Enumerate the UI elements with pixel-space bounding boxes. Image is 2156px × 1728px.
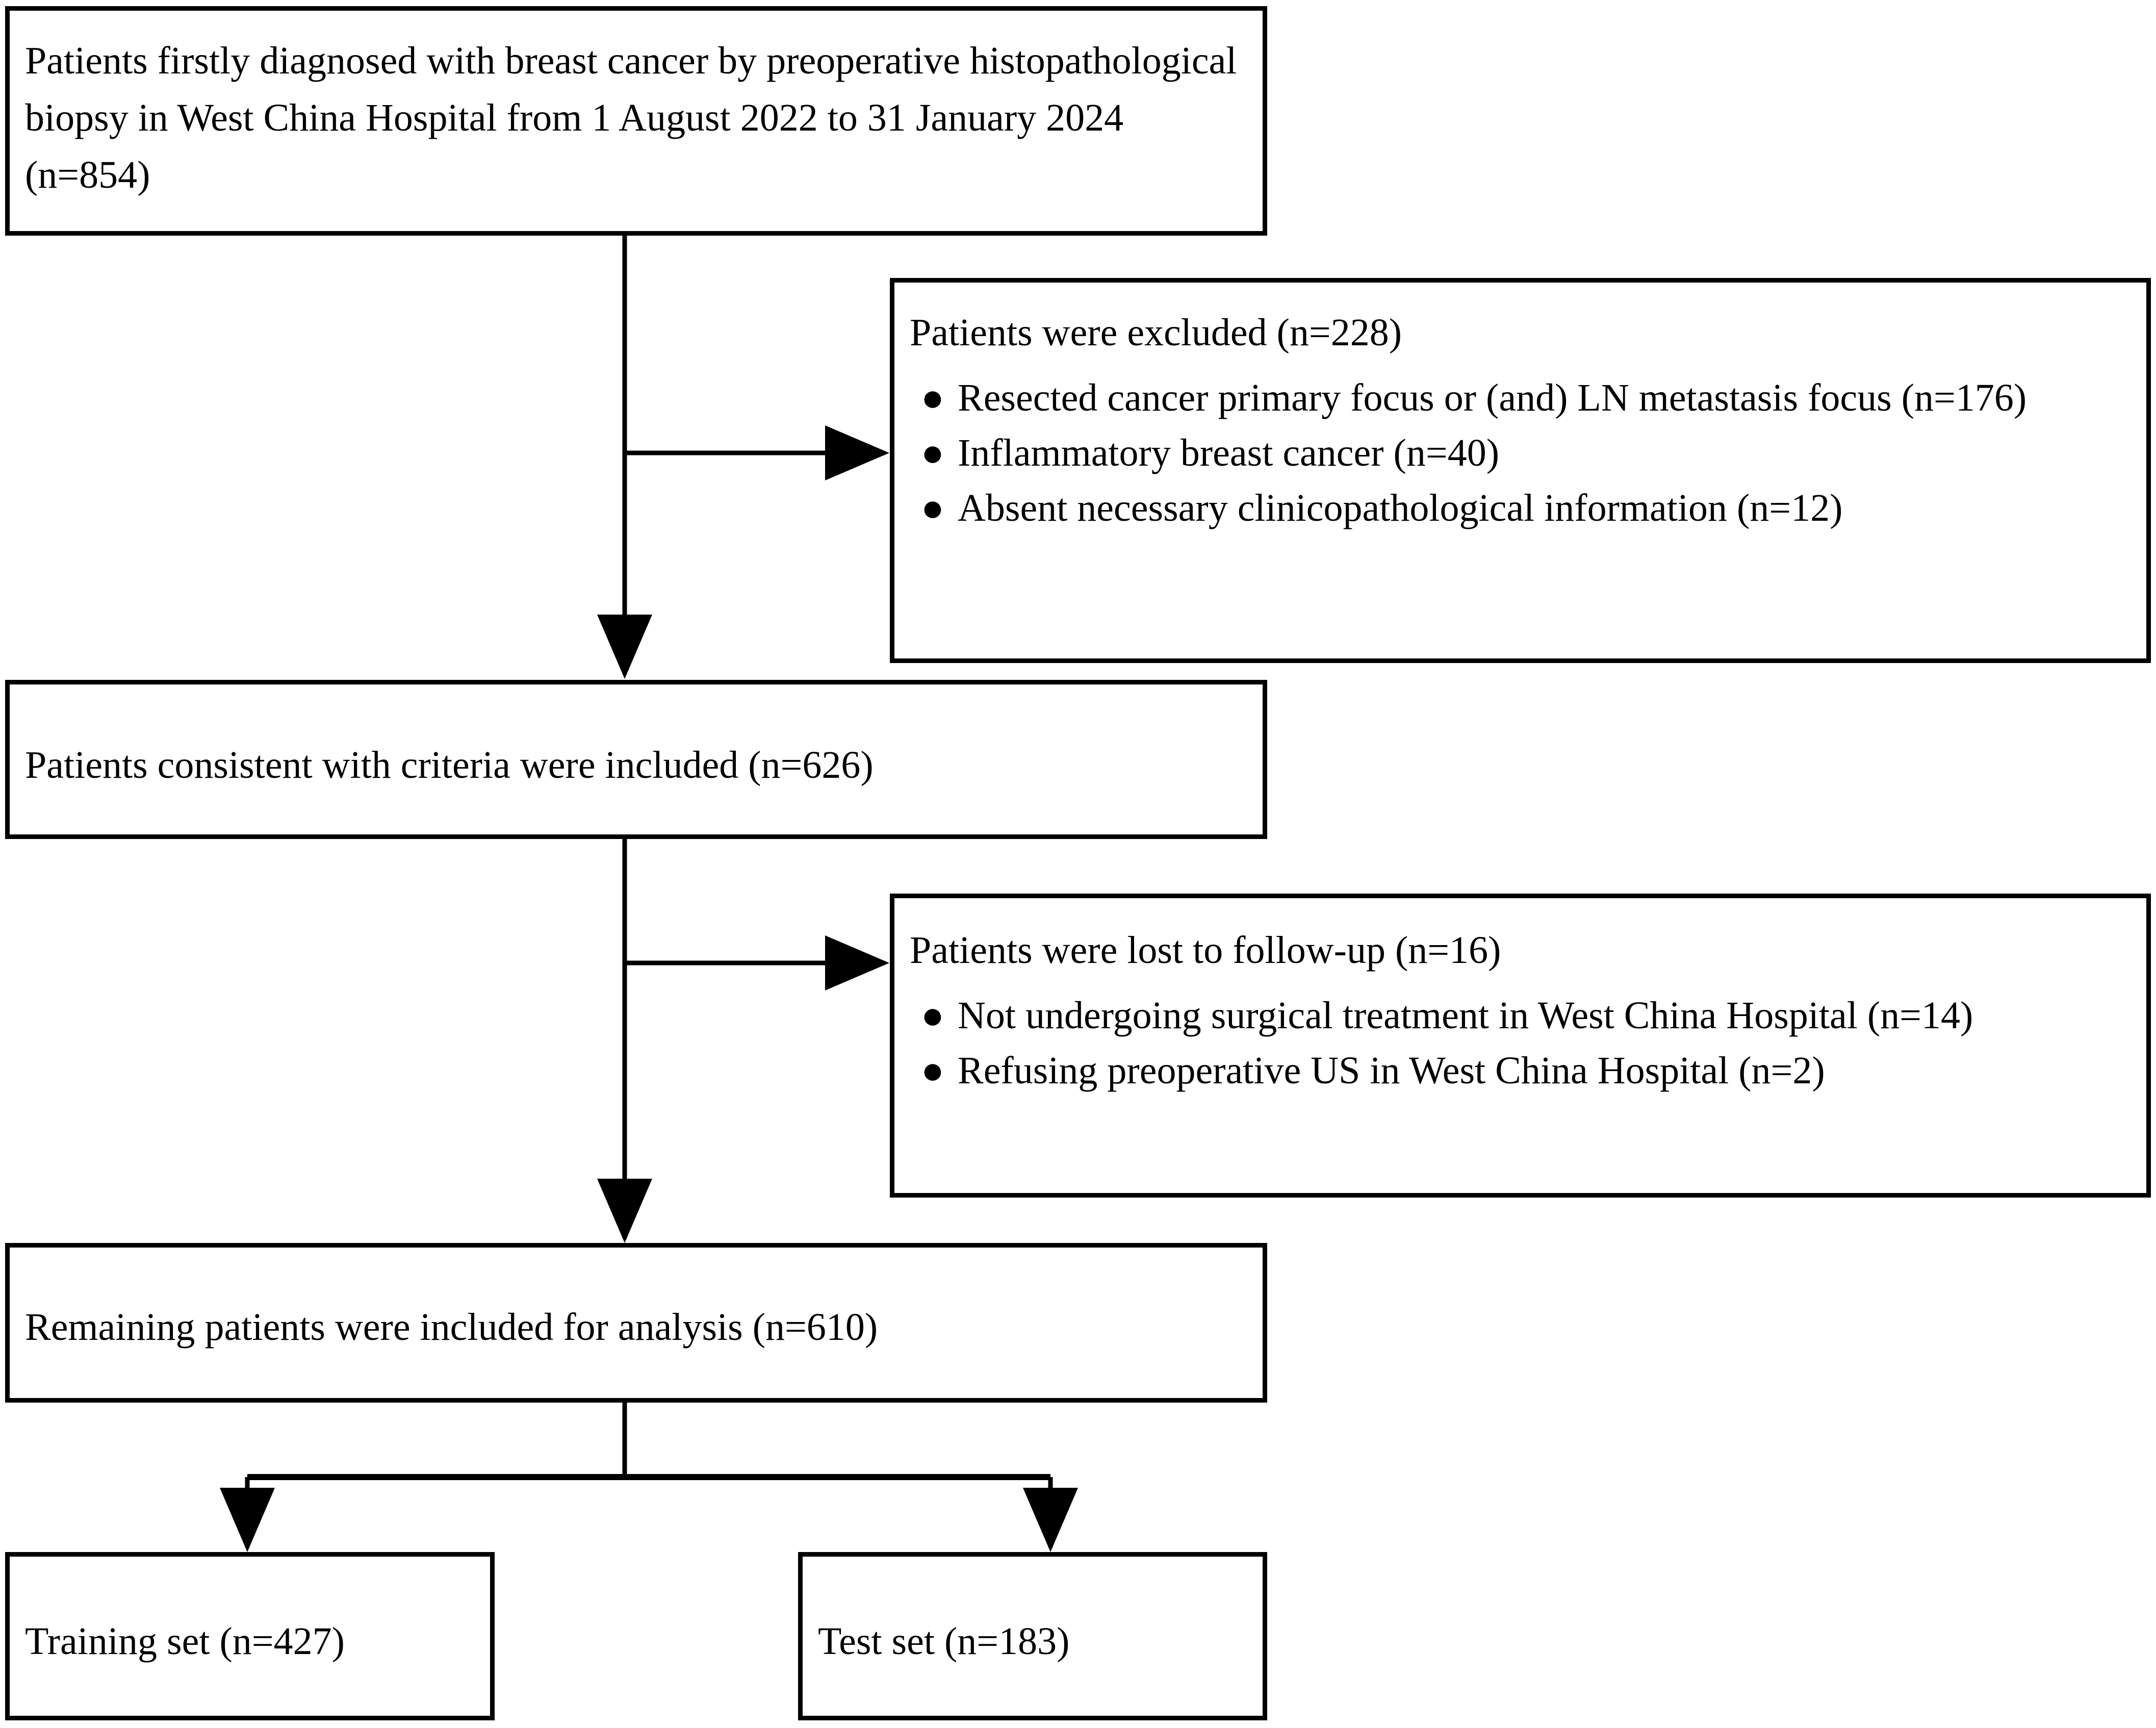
bullet-icon: ● bbox=[921, 1049, 944, 1092]
node-excluded-heading: Patients were excluded (n=228) bbox=[910, 311, 1402, 354]
node-training-set-text: Training set (n=427) bbox=[25, 1620, 345, 1663]
list-item: ● Inflammatory breast cancer (n=40) bbox=[910, 425, 2134, 480]
node-analysis: Remaining patients were included for ana… bbox=[5, 1243, 1267, 1403]
list-item-label: Refusing preoperative US in West China H… bbox=[958, 1049, 1825, 1092]
node-enrolled: Patients firstly diagnosed with breast c… bbox=[5, 6, 1267, 236]
node-analysis-text: Remaining patients were included for ana… bbox=[25, 1306, 878, 1349]
node-included-text: Patients consistent with criteria were i… bbox=[25, 744, 874, 786]
node-training-set: Training set (n=427) bbox=[5, 1552, 495, 1720]
bullet-icon: ● bbox=[921, 487, 944, 529]
node-excluded-list: ● Resected cancer primary focus or (and)… bbox=[910, 370, 2134, 536]
node-test-set: Test set (n=183) bbox=[798, 1552, 1267, 1720]
node-lost-list: ● Not undergoing surgical treatment in W… bbox=[910, 988, 2134, 1098]
list-item-label: Resected cancer primary focus or (and) L… bbox=[958, 376, 2027, 419]
list-item: ● Resected cancer primary focus or (and)… bbox=[910, 370, 2134, 425]
node-included: Patients consistent with criteria were i… bbox=[5, 680, 1267, 839]
list-item-label: Not undergoing surgical treatment in Wes… bbox=[958, 994, 1973, 1037]
node-test-set-text: Test set (n=183) bbox=[818, 1620, 1070, 1663]
list-item: ● Not undergoing surgical treatment in W… bbox=[910, 988, 2134, 1043]
list-item-label: Absent necessary clinicopathological inf… bbox=[958, 487, 1843, 529]
bullet-icon: ● bbox=[921, 431, 944, 474]
node-excluded: Patients were excluded (n=228) ● Resecte… bbox=[890, 278, 2151, 663]
list-item: ● Refusing preoperative US in West China… bbox=[910, 1043, 2134, 1098]
list-item: ● Absent necessary clinicopathological i… bbox=[910, 480, 2134, 536]
node-enrolled-text: Patients firstly diagnosed with breast c… bbox=[25, 39, 1247, 196]
list-item-label: Inflammatory breast cancer (n=40) bbox=[958, 431, 1500, 474]
node-lost-to-followup: Patients were lost to follow-up (n=16) ●… bbox=[890, 894, 2151, 1198]
bullet-icon: ● bbox=[921, 376, 944, 419]
node-lost-heading: Patients were lost to follow-up (n=16) bbox=[910, 929, 1501, 972]
bullet-icon: ● bbox=[921, 994, 944, 1037]
